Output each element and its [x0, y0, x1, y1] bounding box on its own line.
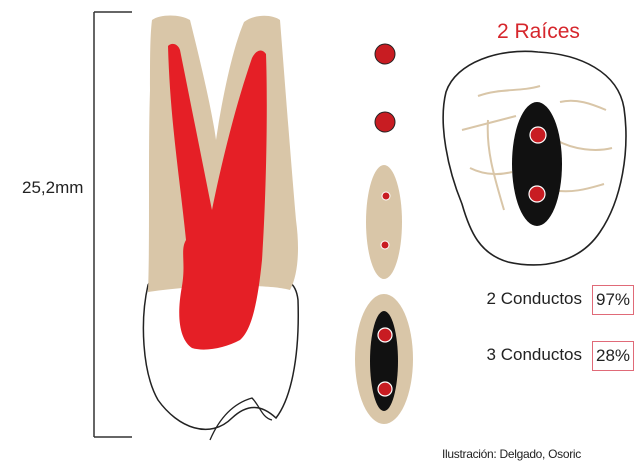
tooth-longitudinal-section	[143, 16, 298, 441]
conduct-percent-box: 97%	[592, 285, 634, 315]
roots-title: 2 Raíces	[497, 20, 580, 44]
cross-sections	[355, 44, 413, 424]
tooth-pulp	[168, 44, 267, 350]
conduct-percent-box: 28%	[592, 341, 634, 371]
cross-section-cervical	[355, 294, 413, 424]
length-measurement: 25,2mm	[22, 178, 83, 198]
cross-section-middle	[366, 165, 402, 279]
conduct-label: 3 Conductos	[470, 345, 582, 365]
illustration-credit: Ilustración: Delgado, Osoric	[442, 447, 581, 461]
cross-section-apical-1	[375, 44, 395, 64]
length-bracket	[94, 12, 132, 437]
occlusal-view	[443, 51, 626, 265]
cross-section-apical-2	[375, 112, 395, 132]
conduct-row-three: 3 Conductos	[470, 345, 582, 365]
conduct-row-two: 2 Conductos	[470, 289, 582, 309]
conduct-label: 2 Conductos	[470, 289, 582, 309]
